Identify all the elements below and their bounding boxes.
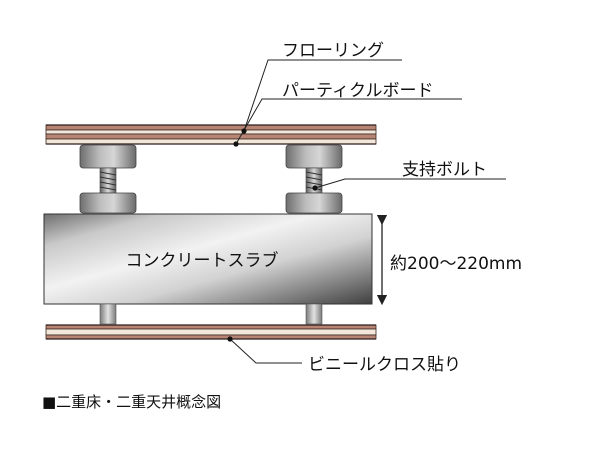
diagram-caption: ■二重床・二重天井概念図 (42, 393, 221, 411)
support-bolt-left (79, 144, 137, 214)
vinyl-cloth-label: ビニールクロス貼り (308, 355, 461, 375)
ceiling-panel (45, 324, 377, 340)
leader-lines (229, 59, 506, 364)
slab-thickness-label: 約200～220mm (390, 254, 522, 274)
concrete-slab (43, 213, 373, 305)
flooring-label: フローリング (282, 41, 384, 61)
support-bolt-label: 支持ボルト (402, 160, 487, 180)
support-bolt-right (285, 144, 343, 214)
particle-board-label: パーティクルボード (282, 81, 433, 101)
leader-dots (227, 128, 318, 342)
concrete-slab-label: コンクリートスラブ (126, 250, 279, 271)
ceiling-hangers (99, 303, 323, 325)
floor-panel (45, 124, 377, 145)
